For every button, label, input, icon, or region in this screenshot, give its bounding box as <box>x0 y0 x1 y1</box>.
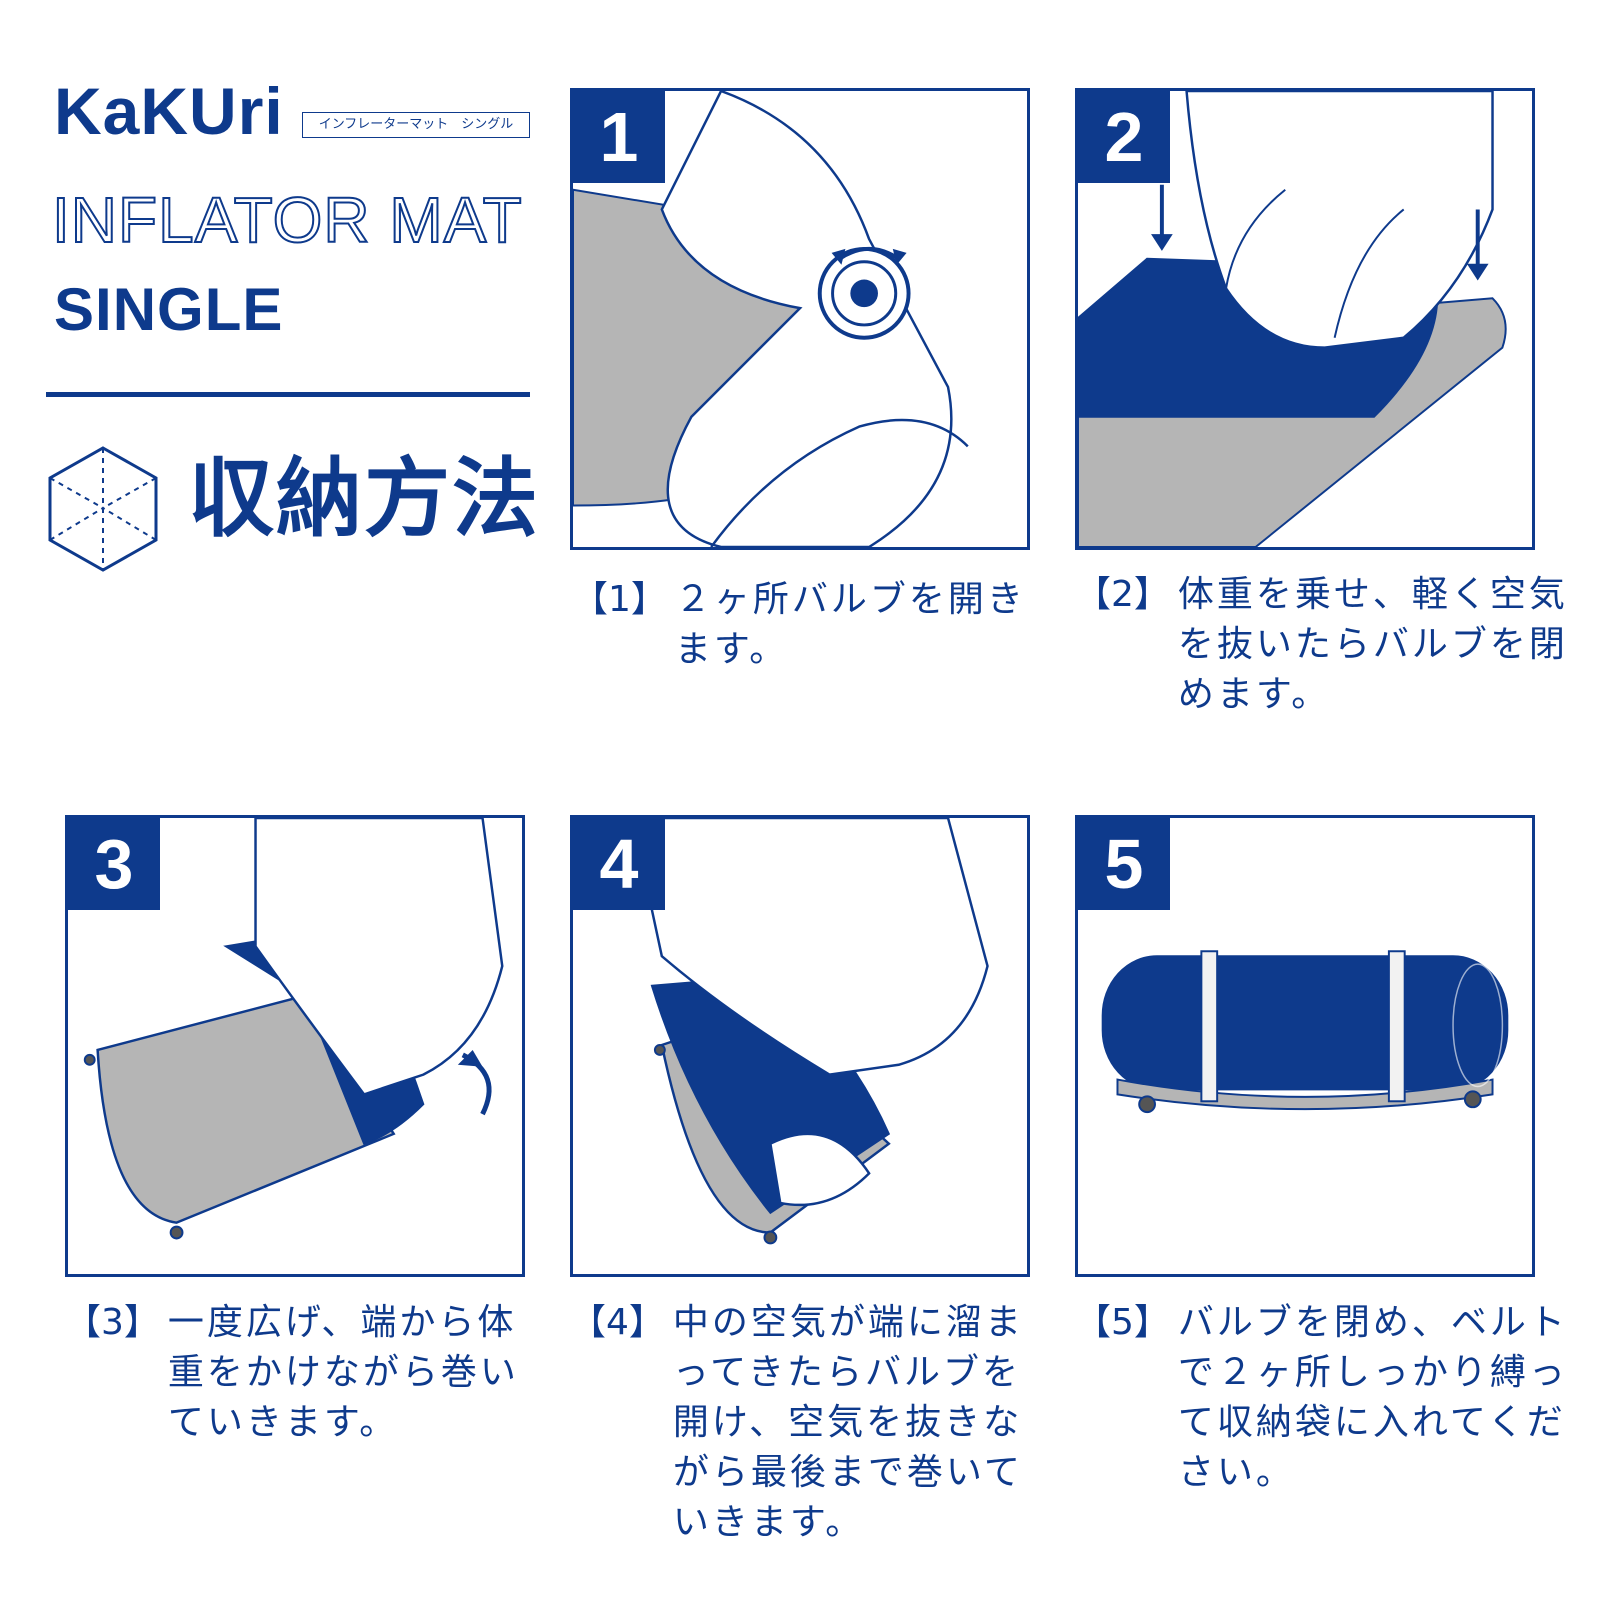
box-cube-icon <box>44 444 162 574</box>
step-5-label: 【5】 <box>1075 1302 1170 1343</box>
step-4-panel: 4 <box>570 815 1030 1277</box>
step-4-label: 【4】 <box>570 1302 665 1343</box>
step-4-number: 4 <box>573 818 665 910</box>
step-2-panel: 2 <box>1075 88 1535 550</box>
step-5-number: 5 <box>1078 818 1170 910</box>
roll-mat-icon <box>83 818 504 1240</box>
step-3-number: 3 <box>68 818 160 910</box>
step-2-label: 【2】 <box>1075 574 1170 615</box>
valve-open-icon <box>573 91 969 547</box>
product-name-jp: インフレーターマット シングル <box>302 112 530 138</box>
step-2-number: 2 <box>1078 91 1170 183</box>
step-3-label: 【3】 <box>65 1302 160 1343</box>
step-2-text: 体重を乗せ、軽く空気を抜いたらバルブを閉めます。 <box>1177 574 1568 715</box>
step-1-text: ２ヶ所バルブを開きます。 <box>674 579 1026 670</box>
step-5-panel: 5 <box>1075 815 1535 1277</box>
step-1-caption: 【1】 ２ヶ所バルブを開きます。 <box>572 575 1042 675</box>
step-1-number: 1 <box>573 91 665 183</box>
step-3-text: 一度広げ、端から体重をかけながら巻いていきます。 <box>167 1302 519 1443</box>
brand-logo: KaKUri <box>54 74 284 148</box>
section-title: 収納方法 <box>188 449 540 549</box>
kneel-on-mat-icon <box>1078 91 1507 547</box>
step-5-caption: 【5】 バルブを閉め、ベルトで２ヶ所しっかり縛って収納袋に入れてください。 <box>1075 1298 1580 1498</box>
product-title-size: SINGLE <box>54 276 284 343</box>
step-4-text: 中の空気が端に溜まってきたらバルブを開け、空気を抜きながら最後まで巻いていきます… <box>672 1302 1024 1543</box>
step-1-label: 【1】 <box>572 579 667 620</box>
step-3-panel: 3 <box>65 815 525 1277</box>
rolled-mat-belts-icon <box>1101 950 1509 1114</box>
step-5-text: バルブを閉め、ベルトで２ヶ所しっかり縛って収納袋に入れてください。 <box>1177 1302 1568 1493</box>
step-2-caption: 【2】 体重を乗せ、軽く空気を抜いたらバルブを閉めます。 <box>1075 570 1580 720</box>
step-3-caption: 【3】 一度広げ、端から体重をかけながら巻いていきます。 <box>65 1298 545 1448</box>
product-title-outline: INFLATOR MAT <box>51 184 523 256</box>
header-divider <box>46 392 530 397</box>
roll-release-air-icon <box>630 818 989 1245</box>
step-4-caption: 【4】 中の空気が端に溜まってきたらバルブを開け、空気を抜きながら最後まで巻いて… <box>570 1298 1045 1548</box>
step-1-panel: 1 <box>570 88 1030 550</box>
